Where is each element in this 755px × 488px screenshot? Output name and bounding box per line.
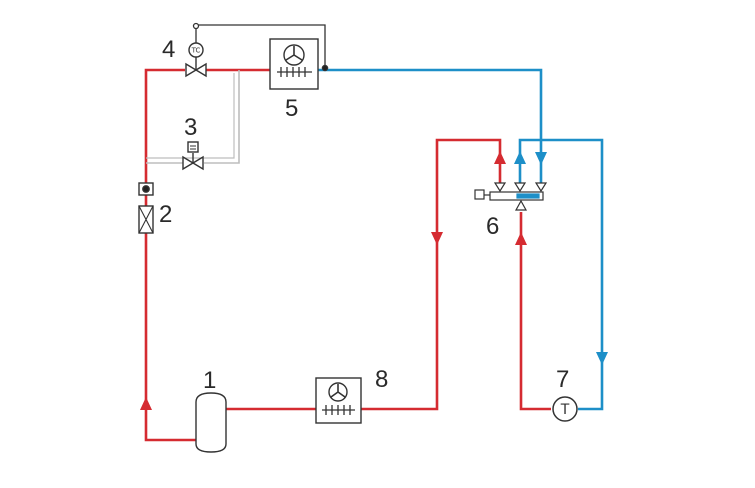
component-labels: 1 2 3 4 5 6 7 8: [159, 36, 569, 394]
solenoid-body-left: [182, 155, 195, 171]
pipe-compressor-discharge: [519, 212, 551, 411]
label-compressor: 7: [556, 366, 569, 393]
flow-arrow-red-into-valve: [494, 151, 506, 164]
pipe-bypass: [146, 70, 240, 164]
receiver-tank-icon: [195, 392, 227, 453]
expansion-valve: TC: [185, 42, 207, 78]
label-receiver: 1: [203, 367, 216, 394]
four-way-valve: [474, 182, 548, 211]
compressor-icon: [552, 396, 578, 422]
valve-body-right: [194, 62, 207, 78]
flow-arrow-up-left: [140, 397, 152, 410]
valve-body-left: [185, 62, 198, 78]
valve-actuator-icon: [474, 189, 485, 200]
flow-arrow-down-far-right: [596, 352, 608, 365]
label-condenser: 8: [375, 366, 388, 393]
condenser: [315, 377, 362, 424]
solenoid-body-right: [191, 155, 204, 171]
label-four-way-valve: 6: [486, 213, 499, 240]
flow-arrow-down-mid: [431, 232, 443, 245]
flow-arrow-blue-into-valve: [535, 152, 547, 165]
flow-arrows: [140, 151, 608, 410]
tc-sensor-icon: [188, 42, 204, 58]
sensing-line: [192, 22, 329, 72]
compressor-symbol: T: [560, 402, 570, 418]
label-filter-sight: 2: [159, 201, 172, 228]
evaporator: [269, 38, 319, 90]
flow-arrow-blue-out-valve: [514, 151, 526, 164]
pipe-bypass-inner: [146, 73, 235, 159]
receiver: [195, 392, 227, 453]
tc-sensor-text: TC: [191, 47, 201, 55]
compressor: T: [552, 396, 578, 422]
pipe-liquid-line: [144, 68, 270, 442]
sight-glass-and-filter: [138, 182, 154, 234]
label-expansion-valve: 4: [162, 36, 175, 63]
solenoid-coil-icon: [187, 141, 199, 153]
label-solenoid-valve: 3: [184, 114, 197, 141]
flow-arrow-up-right: [515, 232, 527, 245]
solenoid-valve: [182, 141, 204, 171]
valve-slider: [516, 193, 540, 199]
label-evaporator: 5: [285, 95, 298, 122]
pipe-evaporator-suction: [318, 68, 543, 183]
